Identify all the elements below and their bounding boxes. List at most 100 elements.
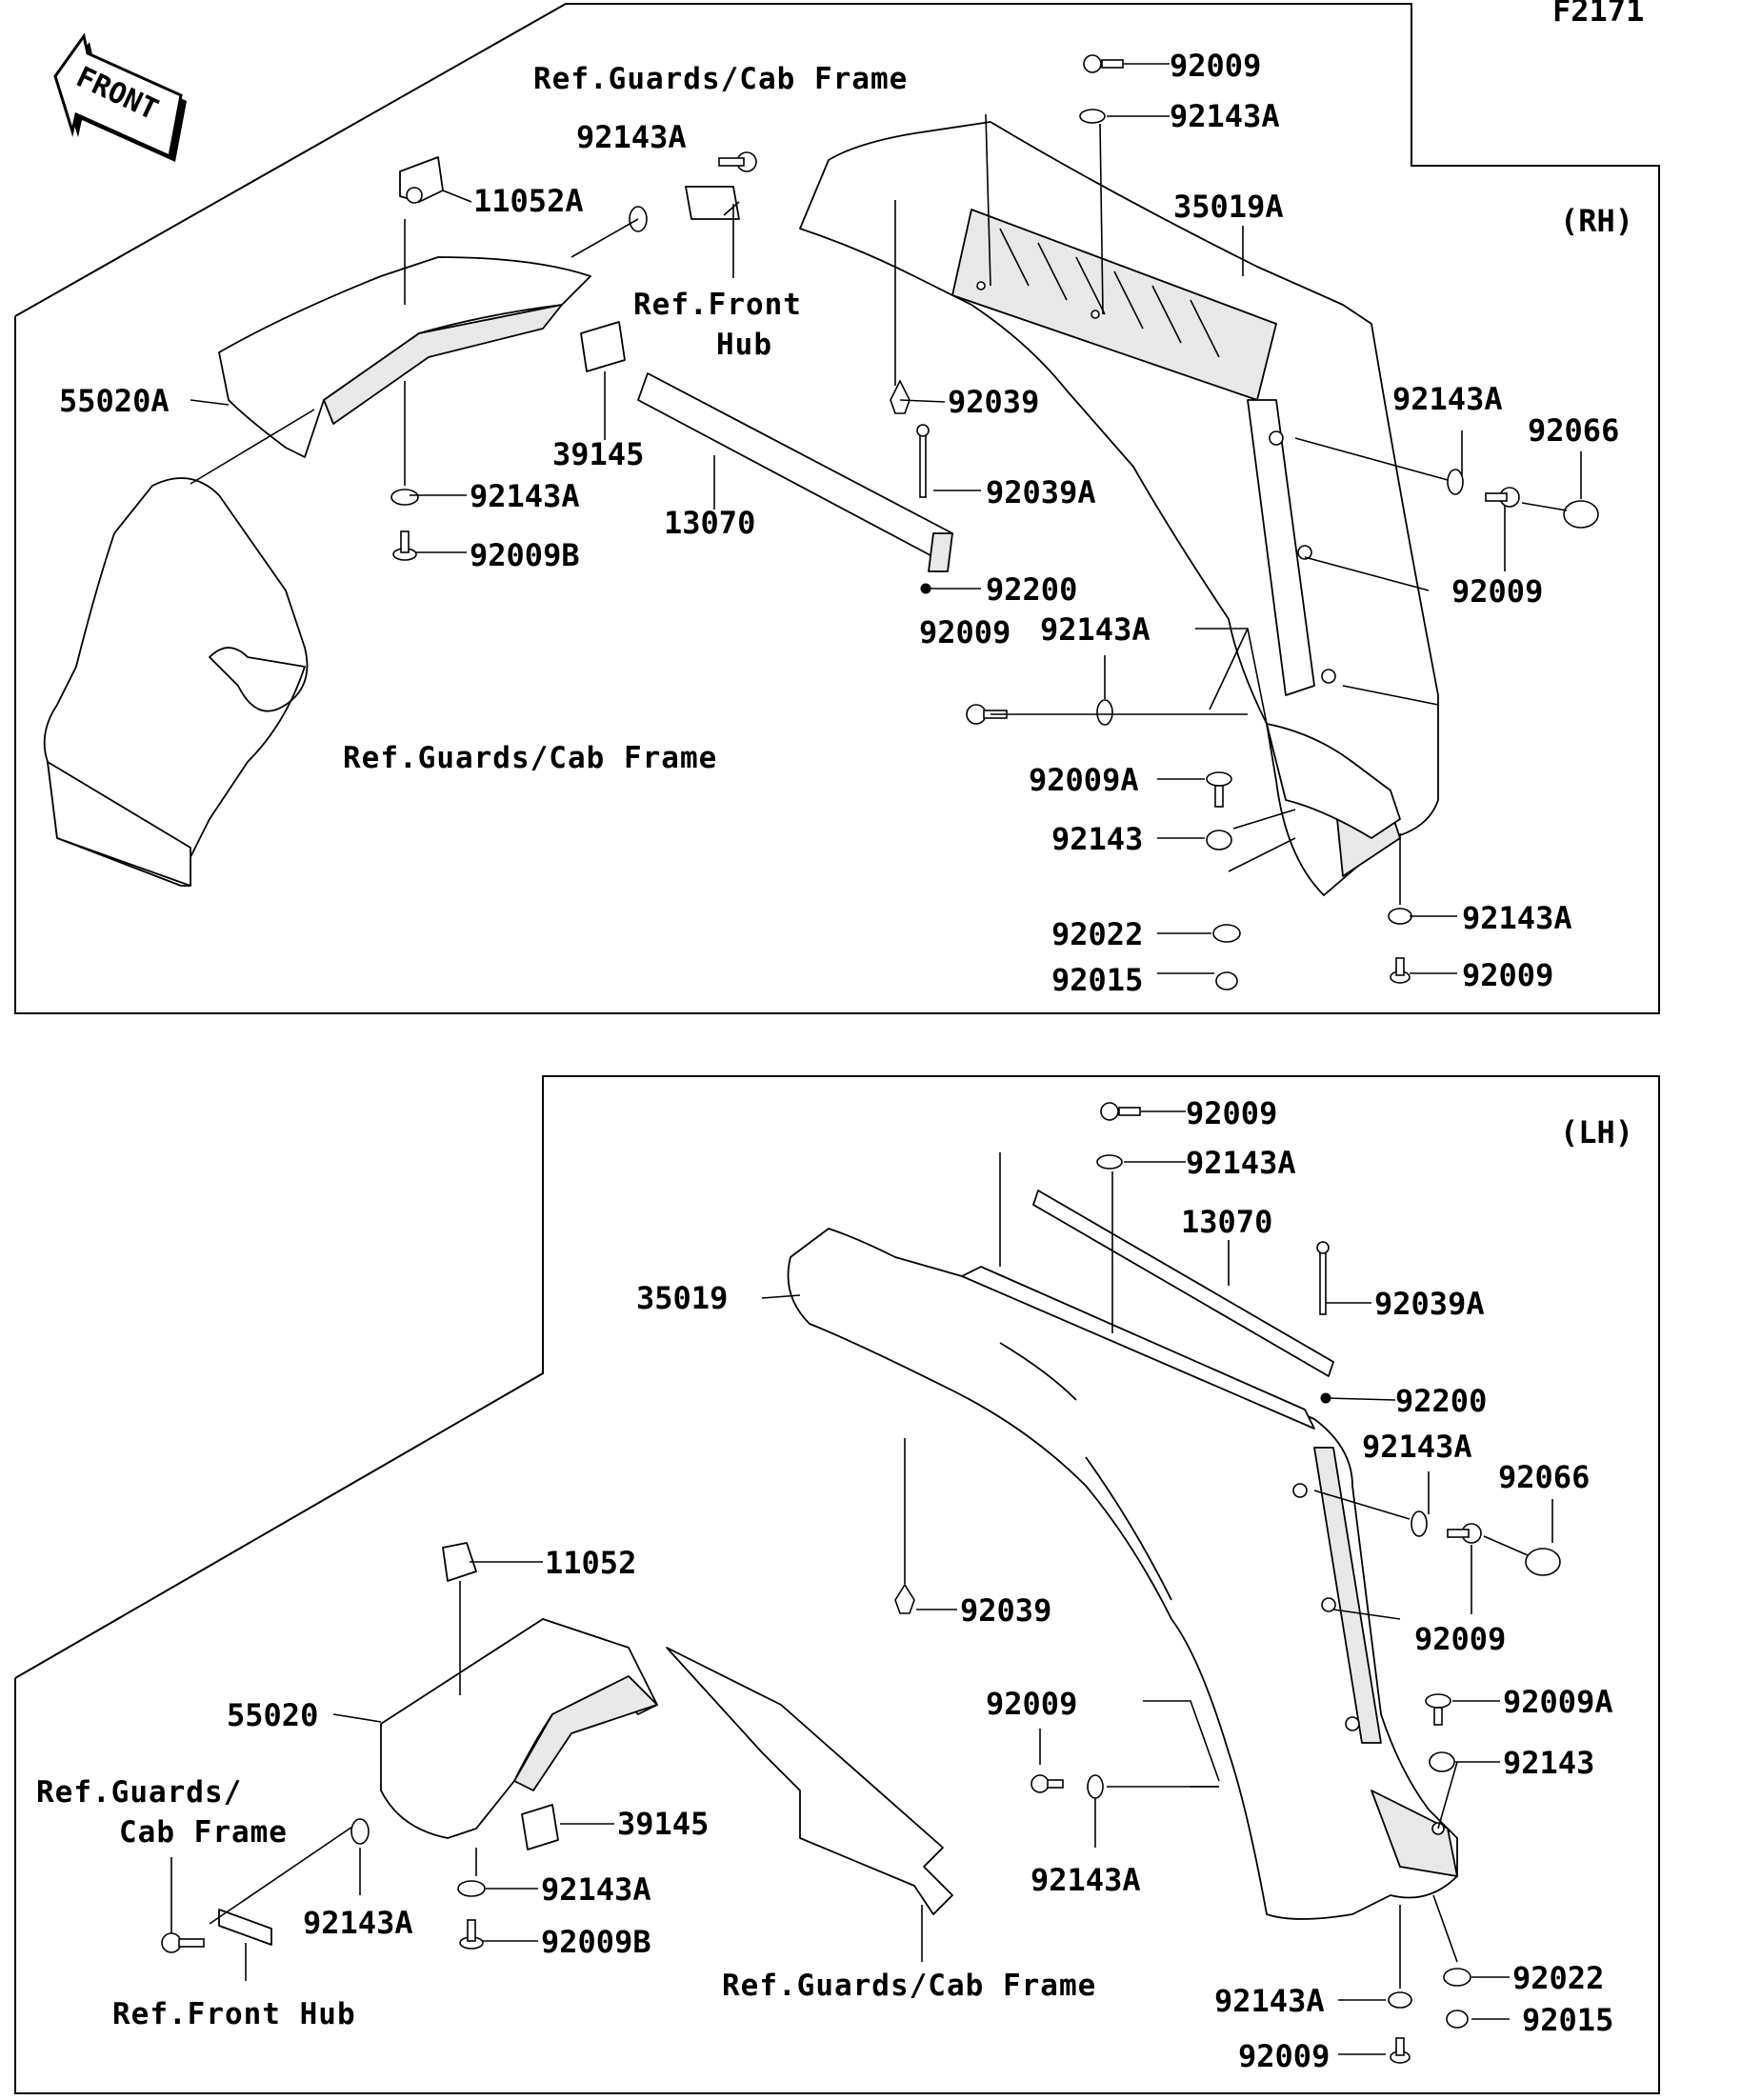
rh-part-35019A: 35019A — [1173, 189, 1284, 225]
nut-icon — [1446, 2010, 1469, 2029]
lh-part-92022: 92022 — [1512, 1960, 1604, 1996]
washer-icon — [1096, 1154, 1123, 1170]
cap-icon — [1563, 500, 1599, 529]
lh-part-11052: 11052 — [545, 1545, 636, 1581]
rh-ref-front-hub-2: Hub — [716, 328, 772, 362]
rh-part-92143A-ref: 92143A — [576, 119, 687, 155]
rh-part-92143A-left: 92143A — [470, 478, 580, 514]
rh-part-92022: 92022 — [1051, 916, 1143, 952]
lh-part-92143A-low: 92143A — [1031, 1862, 1141, 1898]
lh-strip-13070 — [1032, 1190, 1334, 1377]
rh-inner-guard-55020A — [218, 256, 591, 458]
washer-icon — [1443, 1968, 1471, 1987]
rh-part-92143: 92143 — [1051, 821, 1143, 857]
bolt-icon — [1447, 1523, 1482, 1544]
bolt-icon — [1390, 2037, 1411, 2064]
washer-icon — [1388, 908, 1412, 925]
lh-leaders — [170, 1110, 1553, 2055]
washer-icon — [1388, 1991, 1412, 2009]
lh-part-92009A: 92009A — [1503, 1684, 1613, 1720]
lh-clip-39145-icon — [521, 1804, 559, 1850]
rh-part-92200: 92200 — [986, 571, 1077, 608]
washer-icon — [350, 1818, 370, 1845]
lh-part-92009-bot: 92009 — [1238, 2038, 1330, 2074]
lh-part-55020: 55020 — [227, 1697, 318, 1733]
lh-part-92143A-top: 92143A — [1186, 1145, 1296, 1181]
washer-icon — [1447, 469, 1464, 495]
washer-icon — [1079, 109, 1106, 124]
lh-part-92009-mid: 92009 — [986, 1686, 1077, 1722]
washer-icon — [457, 1880, 486, 1897]
rh-side-label: (RH) — [1560, 203, 1633, 239]
rh-frame — [14, 3, 1660, 1014]
nut-icon — [1215, 971, 1238, 990]
rivet-icon — [890, 379, 911, 414]
rivet-icon — [894, 1583, 915, 1614]
lh-part-92039: 92039 — [960, 1592, 1051, 1629]
bolt-icon — [459, 1919, 484, 1950]
lh-part-92143A-mid: 92143A — [541, 1871, 651, 1908]
washer-icon — [1096, 699, 1113, 726]
lh-part-92200: 92200 — [1395, 1383, 1487, 1419]
figure-code: F2171 — [1552, 0, 1644, 29]
rh-part-92143A-top: 92143A — [1170, 98, 1280, 134]
lh-ref-guards-1: Ref.Guards/ — [36, 1775, 242, 1810]
bolt-icon — [1485, 487, 1520, 508]
lh-part-92143: 92143 — [1503, 1745, 1594, 1781]
lh-part-35019: 35019 — [636, 1280, 728, 1316]
lh-bracket-11052-icon — [442, 1542, 477, 1582]
bolt-icon — [718, 151, 757, 172]
strap-icon — [218, 1909, 272, 1946]
bolt-icon — [1390, 957, 1411, 984]
rh-splash-guard — [43, 477, 309, 887]
lh-part-92015: 92015 — [1522, 2002, 1613, 2038]
rh-part-92039A: 92039A — [986, 474, 1096, 510]
rh-ref-guards-top: Ref.Guards/Cab Frame — [533, 62, 908, 96]
bolt-icon — [161, 1932, 205, 1953]
lh-fender-35019 — [787, 1228, 1458, 1920]
rh-ref-front-hub-1: Ref.Front — [633, 288, 802, 322]
lh-labels: 92009 92143A 13070 35019 92039A 92200 92… — [36, 1095, 1613, 2074]
rh-part-92009-bot: 92009 — [1462, 957, 1553, 993]
rh-leaders — [190, 63, 1582, 974]
lh-part-92009-right: 92009 — [1414, 1621, 1506, 1657]
lh-part-92009-top: 92009 — [1186, 1095, 1277, 1131]
lh-part-92143A-left: 92143A — [303, 1905, 413, 1941]
rh-part-39145: 39145 — [552, 436, 644, 472]
rh-part-92009A: 92009A — [1029, 762, 1139, 798]
bolt-icon — [1425, 1693, 1451, 1726]
bolt-icon — [1206, 771, 1232, 808]
lh-part-92143A-bot: 92143A — [1214, 1983, 1325, 2019]
lh-side-label: (LH) — [1560, 1114, 1633, 1150]
lh-part-92039A: 92039A — [1374, 1286, 1485, 1322]
washer-icon — [390, 489, 419, 506]
lh-ref-guards-bottom: Ref.Guards/Cab Frame — [722, 1969, 1096, 2003]
rh-clip-39145-icon — [580, 321, 626, 372]
lh-part-92009B: 92009B — [541, 1924, 651, 1960]
cap-icon — [1525, 1548, 1561, 1576]
rh-strip-13070 — [637, 372, 953, 572]
bolt-icon — [1031, 1774, 1064, 1793]
rivet-icon — [1316, 1241, 1330, 1315]
rh-bracket-11052A-icon — [399, 156, 444, 204]
lh-part-39145: 39145 — [617, 1806, 709, 1842]
rh-part-92143A-mid: 92143A — [1040, 611, 1151, 648]
lh-hardware — [161, 1102, 1561, 2064]
front-direction-arrow-icon: FRONT — [53, 32, 187, 162]
rh-part-92009B: 92009B — [470, 537, 580, 573]
rh-part-92009-mid: 92009 — [919, 614, 1011, 650]
washer-icon — [1206, 830, 1232, 850]
rh-part-92066: 92066 — [1528, 412, 1619, 449]
washer-icon — [1429, 1751, 1455, 1772]
washer-icon — [1212, 924, 1241, 943]
rh-part-92015: 92015 — [1051, 962, 1143, 998]
lh-part-92143A-right: 92143A — [1362, 1429, 1472, 1465]
washer-icon — [1411, 1510, 1428, 1537]
bolt-icon — [392, 530, 417, 561]
rh-part-92143A-bot: 92143A — [1462, 900, 1572, 936]
washer-icon — [1087, 1774, 1104, 1799]
rh-fender-35019A — [799, 121, 1439, 896]
lh-ref-front-hub: Ref.Front Hub — [112, 1997, 356, 2031]
lh-frame — [14, 1075, 1660, 2094]
